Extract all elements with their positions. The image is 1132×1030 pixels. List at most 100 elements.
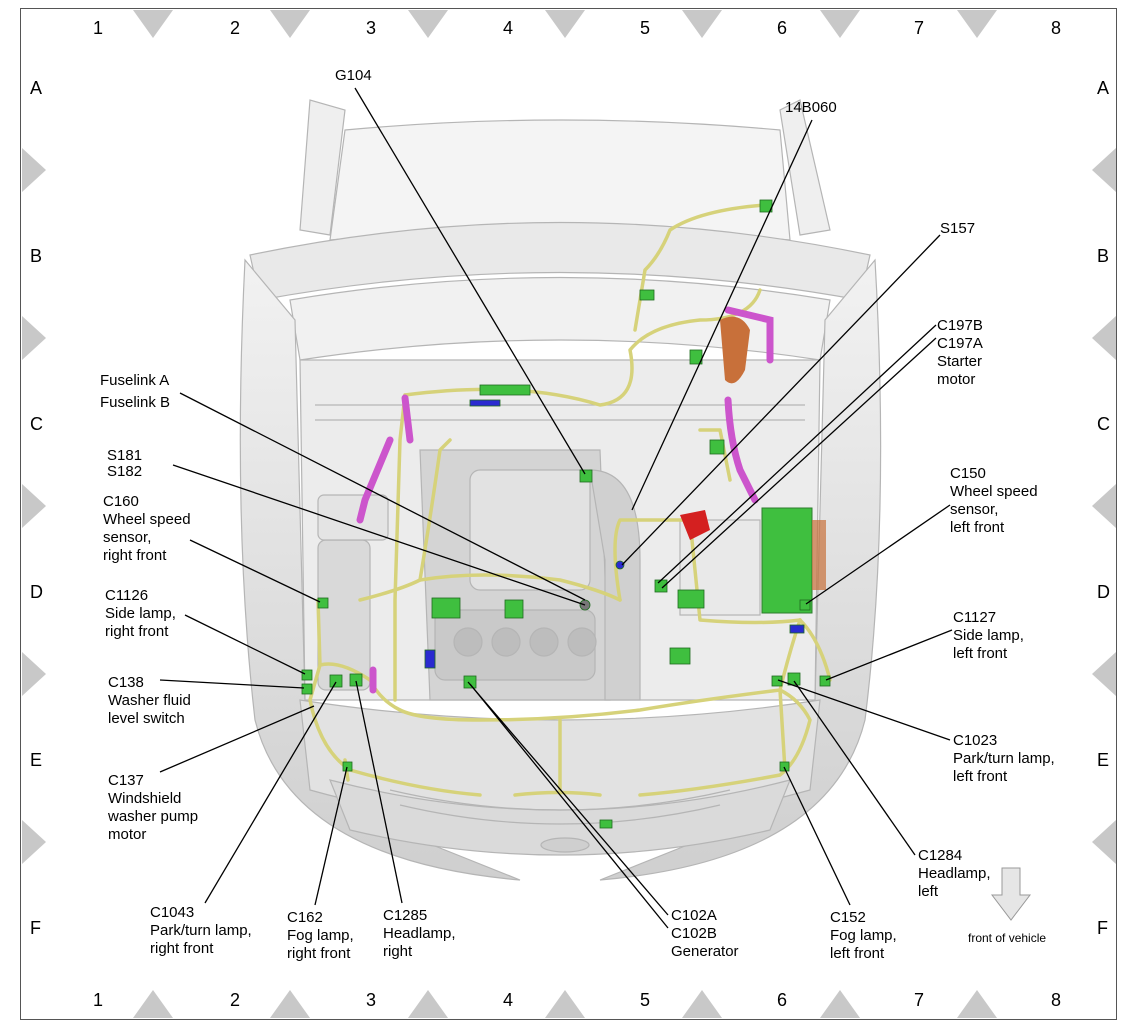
label-c1126-1: C1126 (105, 587, 148, 604)
label-c138-3: level switch (108, 710, 185, 727)
grid-row-labels-left: A B C D E F (30, 78, 43, 938)
label-c152-3: left front (830, 945, 885, 962)
label-c162-1: C162 (287, 909, 323, 926)
grid-row-d: D (1097, 582, 1110, 602)
grid-row-e: E (1097, 750, 1109, 770)
diagram-frame (20, 8, 1117, 1020)
grid-col-6: 6 (777, 990, 787, 1010)
connector-c1043 (329, 674, 343, 688)
connector-c138 (301, 683, 313, 695)
grid-row-c: C (1097, 414, 1110, 434)
grid-row-f: F (1097, 918, 1108, 938)
label-c138-1: C138 (108, 674, 144, 691)
grid-row-d: D (30, 582, 43, 602)
label-c137-4: motor (108, 826, 146, 843)
label-c1127-2: Side lamp, (953, 627, 1024, 644)
connector (599, 819, 613, 829)
label-s182: S182 (107, 463, 142, 480)
callout-labels: G104 14B060 S157 C197B C197A Starter mot… (100, 67, 1055, 962)
label-c138-2: Washer fluid (108, 692, 191, 709)
grid-col-5: 5 (640, 18, 650, 38)
label-c1285-1: C1285 (383, 907, 427, 924)
connector (639, 289, 655, 301)
label-c150-3: sensor, (950, 501, 998, 518)
label-c102a: C102A (671, 907, 717, 924)
grid-row-a: A (30, 78, 42, 98)
label-c1043-3: right front (150, 940, 214, 957)
label-c162-3: right front (287, 945, 351, 962)
connector-c197 (654, 579, 668, 593)
connector-g104 (579, 469, 593, 483)
grid-row-b: B (30, 246, 42, 266)
grid-row-e: E (30, 750, 42, 770)
connectors (301, 199, 831, 829)
label-c1285-2: Headlamp, (383, 925, 456, 942)
label-c1043-2: Park/turn lamp, (150, 922, 252, 939)
label-c160-3: sensor, (103, 529, 151, 546)
label-c1126-2: Side lamp, (105, 605, 176, 622)
label-fuselink-b: Fuselink B (100, 394, 170, 411)
leader-lines (159, 87, 953, 929)
connector-c160 (317, 597, 329, 609)
down-arrow-icon (990, 867, 1032, 921)
grid-col-7: 7 (914, 990, 924, 1010)
label-c1126-3: right front (105, 623, 169, 640)
label-starter-2: motor (937, 371, 975, 388)
connector (479, 384, 531, 396)
label-c1284-3: left (918, 883, 939, 900)
label-c1023-3: left front (953, 768, 1008, 785)
connector-c162 (342, 761, 353, 772)
label-c1023-2: Park/turn lamp, (953, 750, 1055, 767)
brake-booster (720, 316, 750, 384)
connector (469, 399, 501, 407)
label-c150-2: Wheel speed (950, 483, 1038, 500)
connector-c1127 (819, 675, 831, 687)
label-c137-2: Windshield (108, 790, 181, 807)
grid-row-c: C (30, 414, 43, 434)
label-c197b: C197B (937, 317, 983, 334)
label-c152-2: Fog lamp, (830, 927, 897, 944)
label-c137-1: C137 (108, 772, 144, 789)
components (680, 316, 826, 614)
fuse-box (761, 507, 813, 614)
label-c1043-1: C1043 (150, 904, 194, 921)
front-of-vehicle-label: front of vehicle (968, 931, 1046, 945)
label-c1284-2: Headlamp, (918, 865, 991, 882)
label-c150-1: C150 (950, 465, 986, 482)
conduits (356, 306, 774, 694)
grid-col-1: 1 (93, 18, 103, 38)
label-generator: Generator (671, 943, 739, 960)
label-c150-4: left front (950, 519, 1005, 536)
battery-terminal (680, 510, 710, 540)
label-c1023-1: C1023 (953, 732, 997, 749)
connector-c1126 (301, 669, 313, 681)
connector (709, 439, 725, 455)
connector (669, 647, 691, 665)
connector-c1285 (349, 673, 363, 687)
grid-col-8: 8 (1051, 990, 1061, 1010)
connector-c150 (799, 599, 811, 611)
grid-row-b: B (1097, 246, 1109, 266)
label-g104: G104 (335, 67, 372, 84)
grid-col-3: 3 (366, 18, 376, 38)
grid-col-3: 3 (366, 990, 376, 1010)
label-c1127-1: C1127 (953, 609, 996, 626)
label-c162-2: Fog lamp, (287, 927, 354, 944)
grid-col-7: 7 (914, 18, 924, 38)
connector (504, 599, 524, 619)
label-c160-2: Wheel speed (103, 511, 191, 528)
grid-column-labels-top: 1 2 3 4 5 6 7 8 (93, 18, 1061, 38)
connector-c1284 (787, 672, 801, 686)
connector (677, 589, 705, 609)
label-s181: S181 (107, 447, 142, 464)
label-c1127-3: left front (953, 645, 1008, 662)
label-c137-3: washer pump (107, 808, 198, 825)
label-c102b: C102B (671, 925, 717, 942)
grid-col-8: 8 (1051, 18, 1061, 38)
label-c152-1: C152 (830, 909, 866, 926)
grid-col-1: 1 (93, 990, 103, 1010)
grid-row-f: F (30, 918, 41, 938)
connector-c102 (463, 675, 477, 689)
front-of-vehicle-indicator: front of vehicle (968, 867, 1046, 945)
